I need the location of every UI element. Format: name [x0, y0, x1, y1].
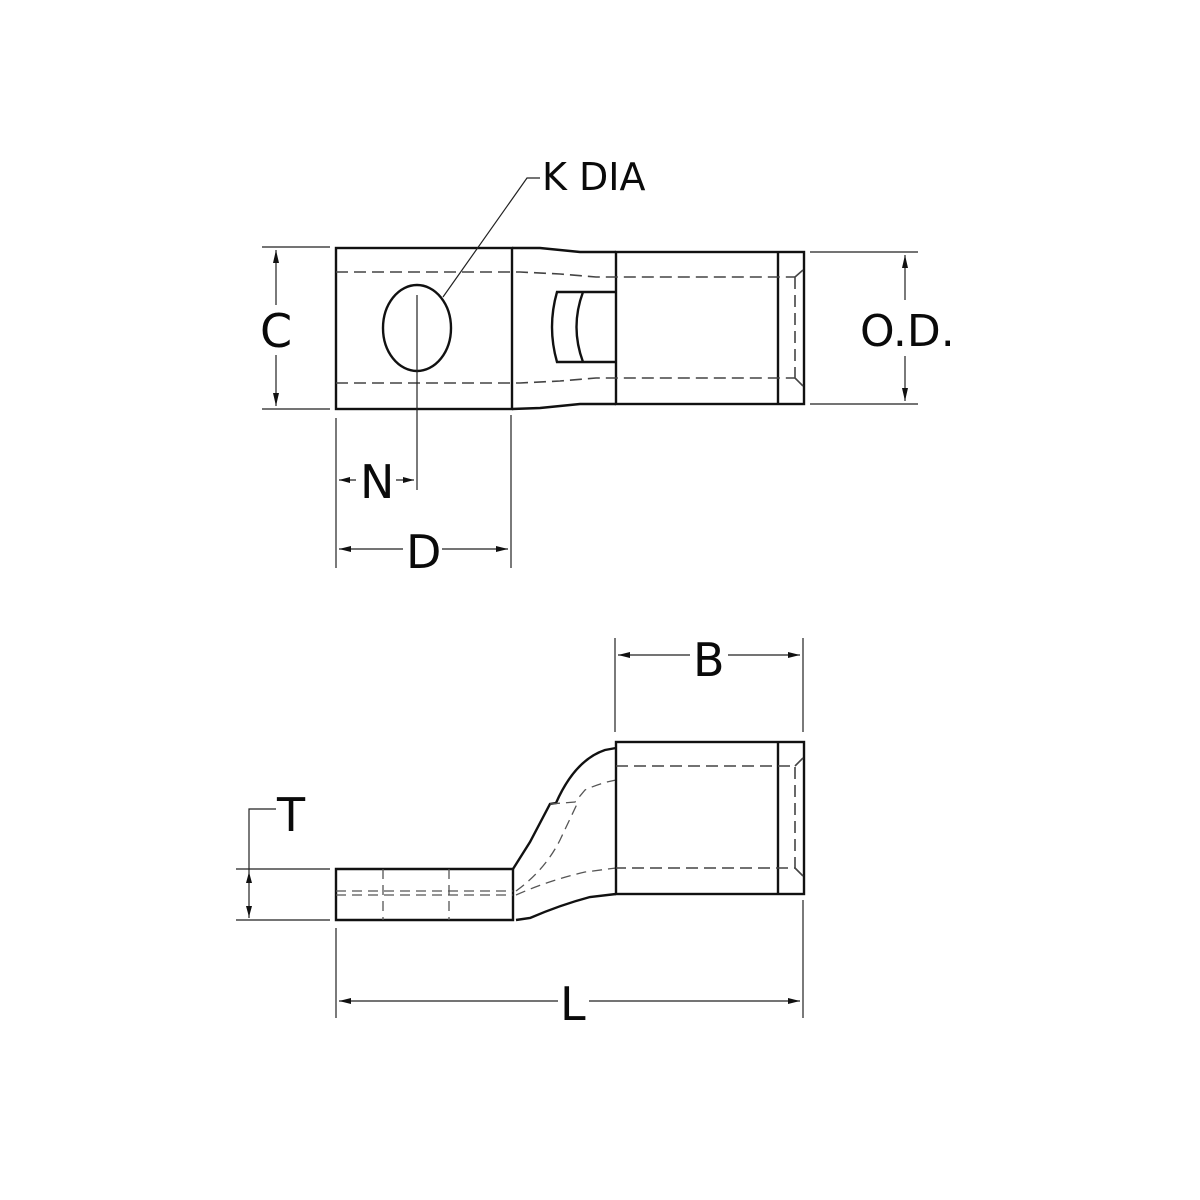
b-arrow-right: [788, 652, 800, 658]
side-tongue-hidden-center: [336, 890, 513, 896]
c-label: C: [260, 304, 292, 358]
side-tongue-hidden-hole: [382, 869, 450, 920]
d-arrow-left: [339, 546, 351, 552]
inspection-window-curve: [575, 291, 585, 363]
l-label: L: [560, 977, 586, 1031]
taper-outline: [511, 246, 616, 411]
k-dia-label: K DIA: [542, 155, 645, 199]
t-label: T: [276, 788, 306, 842]
d-arrow-right: [496, 546, 508, 552]
side-barrel-outline: [614, 740, 806, 896]
side-tongue-outline: [334, 867, 515, 922]
side-barrel-hidden-chamfer: [794, 757, 804, 877]
od-arrow-bottom: [902, 388, 908, 401]
n-arrow-right: [403, 477, 414, 483]
n-label: N: [360, 455, 394, 509]
od-label: O.D.: [860, 306, 955, 357]
bend-bottom-outline: [515, 892, 617, 922]
k-dia-leader: [442, 177, 540, 298]
tongue-outline: [334, 246, 514, 411]
bend-hidden-mid: [515, 801, 579, 892]
c-arrow-top: [273, 250, 279, 263]
bend-top-outline: [511, 746, 617, 870]
hidden-bore-bottom: [336, 377, 795, 384]
d-label: D: [406, 525, 441, 579]
hidden-bore-end: [794, 269, 804, 387]
n-arrow-left: [339, 477, 350, 483]
hidden-bore-top: [336, 271, 795, 278]
side-barrel-hidden-bore: [616, 765, 796, 869]
l-arrow-right: [788, 998, 800, 1004]
bend-hidden-bottom: [515, 867, 617, 896]
t-arrow-top: [246, 872, 252, 883]
b-label: B: [693, 633, 725, 687]
top-view: K DIA C O.D. N D: [260, 155, 955, 579]
t-leader: [248, 808, 276, 918]
bend-hidden-top: [549, 779, 617, 805]
b-arrow-left: [618, 652, 630, 658]
l-arrow-left: [339, 998, 351, 1004]
barrel-outline: [614, 250, 806, 406]
side-view: B T L: [236, 633, 806, 1031]
t-arrow-bottom: [246, 906, 252, 917]
c-arrow-bottom: [273, 393, 279, 406]
inspection-window: [550, 290, 616, 364]
od-arrow-top: [902, 255, 908, 268]
